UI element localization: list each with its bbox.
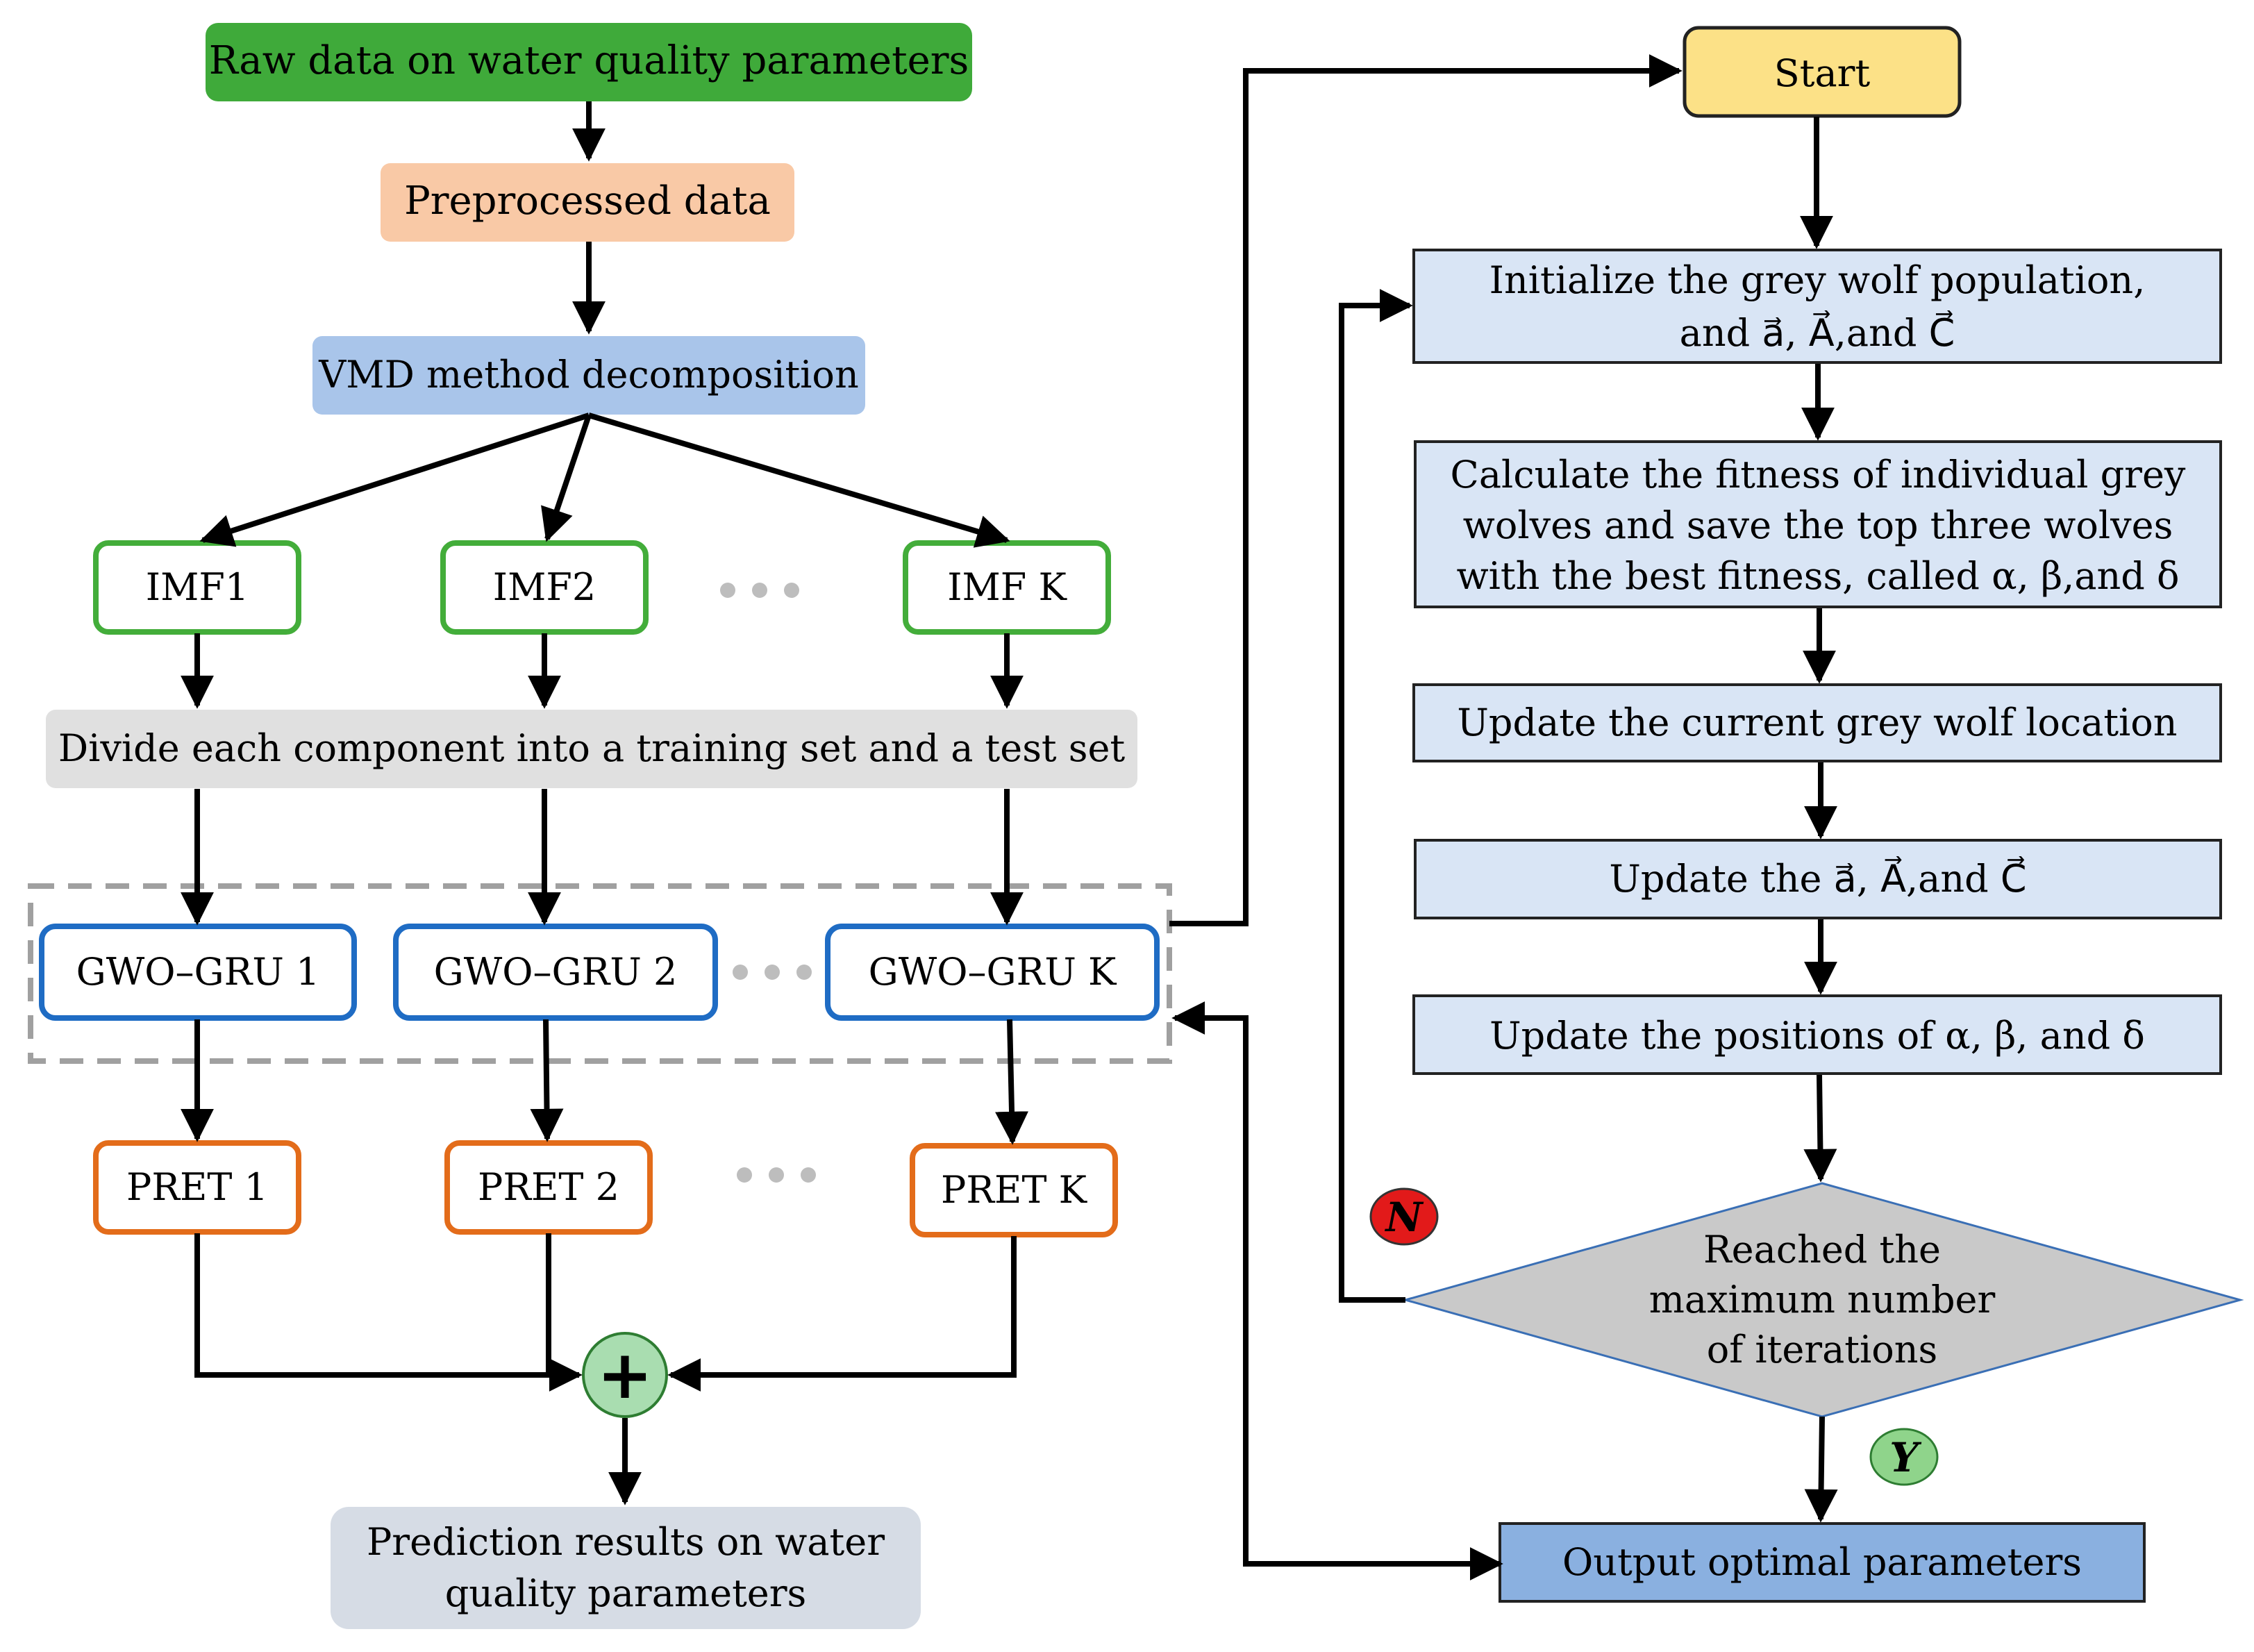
no-badge-label: N [1384,1194,1424,1241]
decision-label-line2: maximum number [1649,1278,1996,1321]
decision-label-line1: Reached the [1703,1228,1941,1271]
arrow-decision-no-loop [1339,289,1413,1303]
plus-icon: + [597,1336,653,1414]
gwo-gru-node-2: GWO–GRU 2 [393,924,718,1021]
arrow-decision-to-output [1804,1416,1838,1523]
arrow-positions-to-decision [1803,1074,1837,1183]
imf-label-2: IMF2 [493,565,596,609]
connectors [181,54,1838,1580]
imf-ellipsis [720,583,799,598]
yes-badge: Y [1869,1428,1939,1486]
update-location-node: Update the current grey wolf location [1412,683,2222,762]
pret-label-2: PRET 2 [478,1165,619,1209]
init-node: Initialize the grey wolf population, and… [1412,249,2222,364]
imf-node-k: IMF K [903,540,1111,635]
arrow-vmd-to-imf1 [199,412,590,547]
sum-node: + [582,1332,668,1418]
start-label: Start [1774,51,1871,95]
arrow-gruk-to-pretk [995,1019,1029,1145]
result-label-line2: quality parameters [445,1571,807,1615]
arrow-pret1-to-sum [194,1233,583,1392]
gwo-gru-node-1: GWO–GRU 1 [39,924,357,1021]
gwo-gru-label-1: GWO–GRU 1 [76,950,320,994]
update-params-label: Update the a⃗, A⃗,and C⃗ [1609,856,2026,901]
arrow-vmd-to-imf2 [541,414,592,542]
arrow-vmd-to-imfk [587,412,1010,548]
init-label-line2: and a⃗, A⃗,and C⃗ [1680,310,1955,355]
imf-node-1: IMF1 [93,540,301,635]
update-params-node: Update the a⃗, A⃗,and C⃗ [1414,839,2222,919]
decision-label-line3: of iterations [1707,1328,1938,1371]
start-node: Start [1683,26,1962,118]
divide-label: Divide each component into a training se… [58,726,1126,770]
pret-node-1: PRET 1 [93,1140,301,1235]
pret-label-k: PRET K [941,1168,1088,1212]
arrow-gru2-to-pret2 [530,1019,564,1142]
init-label-line1: Initialize the grey wolf population, [1489,258,2146,302]
gwo-gru-label-k: GWO–GRU K [869,950,1117,994]
imf-label-1: IMF1 [146,565,249,609]
result-label-line1: Prediction results on water [367,1520,885,1564]
pret-label-1: PRET 1 [126,1165,268,1209]
imf-label-k: IMF K [947,565,1067,609]
gru-ellipsis [733,965,812,980]
vmd-label: VMD method decomposition [318,353,858,397]
fitness-label-line2: wolves and save the top three wolves [1463,503,2173,547]
update-location-label: Update the current grey wolf location [1457,701,2177,744]
max-iterations-decision: Reached the maximum number of iterations [1401,1182,2244,1418]
gwo-gru-node-k: GWO–GRU K [825,924,1160,1021]
update-positions-label: Update the positions of α, β, and δ [1489,1014,2145,1058]
output-node: Output optimal parameters [1499,1522,2146,1603]
fitness-label-line3: with the best fitness, called α, β,and δ [1456,554,2179,598]
update-positions-node: Update the positions of α, β, and δ [1412,994,2222,1075]
raw-data-label: Raw data on water quality parameters [209,38,969,83]
pret-node-2: PRET 2 [444,1140,653,1235]
divide-node: Divide each component into a training se… [46,710,1137,788]
vmd-node: VMD method decomposition [312,336,865,415]
arrow-output-to-group [1171,1001,1503,1580]
arrow-group-to-start [1169,54,1683,926]
result-node: Prediction results on water quality para… [331,1507,921,1629]
imf-node-2: IMF2 [440,540,649,635]
preprocessed-node: Preprocessed data [381,163,794,242]
gwo-gru-label-2: GWO–GRU 2 [434,950,678,994]
gwo-gru-group-border [28,883,1172,1064]
pret-node-k: PRET K [910,1143,1118,1237]
no-badge: N [1369,1187,1439,1246]
preprocessed-label: Preprocessed data [404,178,771,224]
output-label: Output optimal parameters [1562,1540,2082,1584]
pret-ellipsis [737,1167,816,1183]
fitness-label-line1: Calculate the fitness of individual grey [1451,453,2186,497]
fitness-node: Calculate the fitness of individual grey… [1414,440,2222,608]
raw-data-node: Raw data on water quality parameters [206,23,972,101]
yes-badge-label: Y [1889,1434,1922,1481]
arrow-pretk-to-sum [667,1236,1017,1392]
